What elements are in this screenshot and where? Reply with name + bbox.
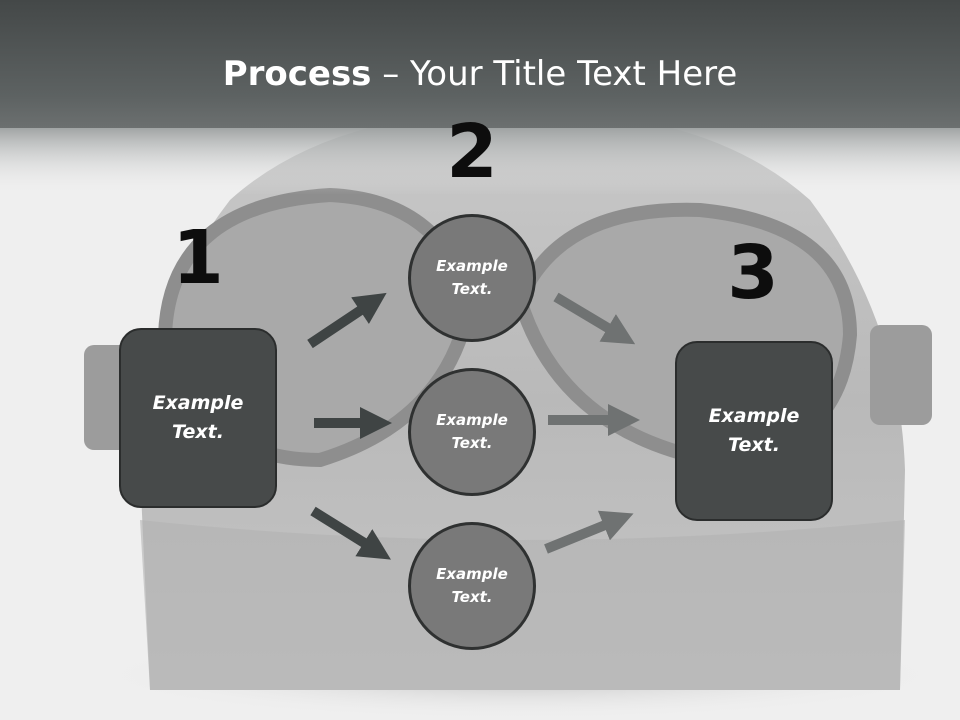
step-number-3: 3: [727, 230, 779, 316]
node-circle-bottom: Example Text.: [408, 522, 536, 650]
step-1-box: Example Text.: [119, 328, 277, 508]
node-circle-middle: Example Text.: [408, 368, 536, 496]
step-number-2: 2: [446, 109, 498, 195]
node-top-text: Example Text.: [436, 257, 508, 298]
node-middle-text: Example Text.: [436, 411, 508, 452]
title-bold: Process: [222, 54, 372, 94]
node-bottom-text: Example Text.: [436, 565, 508, 606]
step-1-text: Example Text.: [152, 392, 244, 443]
title-rest: – Your Title Text Here: [371, 54, 738, 94]
step-3-box: Example Text.: [675, 341, 833, 521]
step-number-1: 1: [172, 215, 224, 301]
step-3-text: Example Text.: [708, 405, 800, 456]
slide-title: Process – Your Title Text Here: [0, 52, 960, 96]
node-circle-top: Example Text.: [408, 214, 536, 342]
